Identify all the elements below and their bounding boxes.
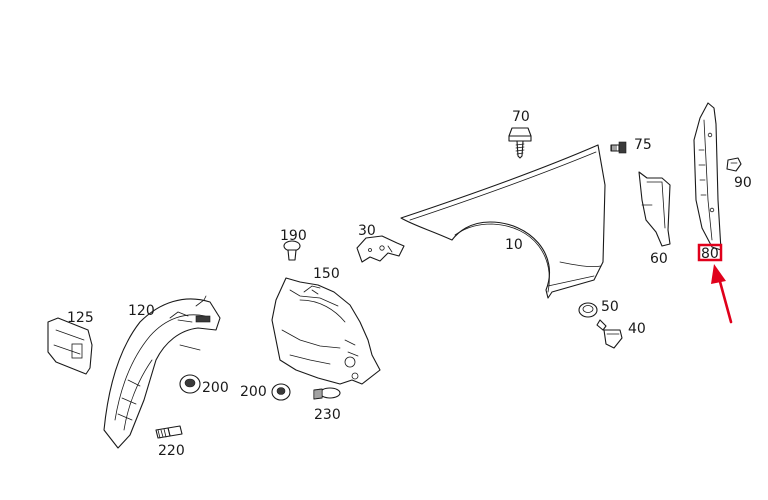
screw-part-70[interactable] xyxy=(508,127,532,159)
part-label-80: 80 xyxy=(701,246,719,262)
clip-part-200-right[interactable] xyxy=(271,383,291,401)
part-label-230: 230 xyxy=(314,407,341,423)
grommet-part-50[interactable] xyxy=(578,302,598,318)
part-label-30: 30 xyxy=(358,223,376,239)
pillar-trim-part-80[interactable] xyxy=(693,102,722,251)
part-label-90: 90 xyxy=(734,175,752,191)
fastener-part-230[interactable] xyxy=(313,387,341,400)
panel-part-125[interactable] xyxy=(47,317,93,375)
bolt-part-40[interactable] xyxy=(596,319,623,349)
clip-part-190[interactable] xyxy=(283,240,301,261)
red-pointer-arrow xyxy=(711,264,733,324)
bracket-part-30[interactable] xyxy=(356,235,405,263)
part-label-200-right: 200 xyxy=(240,384,267,400)
part-label-10: 10 xyxy=(505,237,523,253)
highlight-box-part-80 xyxy=(697,243,723,262)
part-label-60: 60 xyxy=(650,251,668,267)
clip-part-90[interactable] xyxy=(726,157,742,172)
fender-part-10[interactable] xyxy=(400,144,606,299)
clip-part-200-left[interactable] xyxy=(179,374,201,394)
part-label-190: 190 xyxy=(280,228,307,244)
part-label-125: 125 xyxy=(67,310,94,326)
wheel-liner-part-120[interactable] xyxy=(103,295,221,449)
part-label-70: 70 xyxy=(512,109,530,125)
part-label-75: 75 xyxy=(634,137,652,153)
part-label-200-left: 200 xyxy=(202,380,229,396)
part-label-150: 150 xyxy=(313,266,340,282)
part-label-220: 220 xyxy=(158,443,185,459)
bolt-part-75[interactable] xyxy=(610,141,627,154)
part-label-50: 50 xyxy=(601,299,619,315)
wheel-liner-part-150[interactable] xyxy=(271,277,381,385)
panel-part-60[interactable] xyxy=(638,171,671,247)
screw-part-220[interactable] xyxy=(155,425,183,439)
part-label-40: 40 xyxy=(628,321,646,337)
part-label-120: 120 xyxy=(128,303,155,319)
